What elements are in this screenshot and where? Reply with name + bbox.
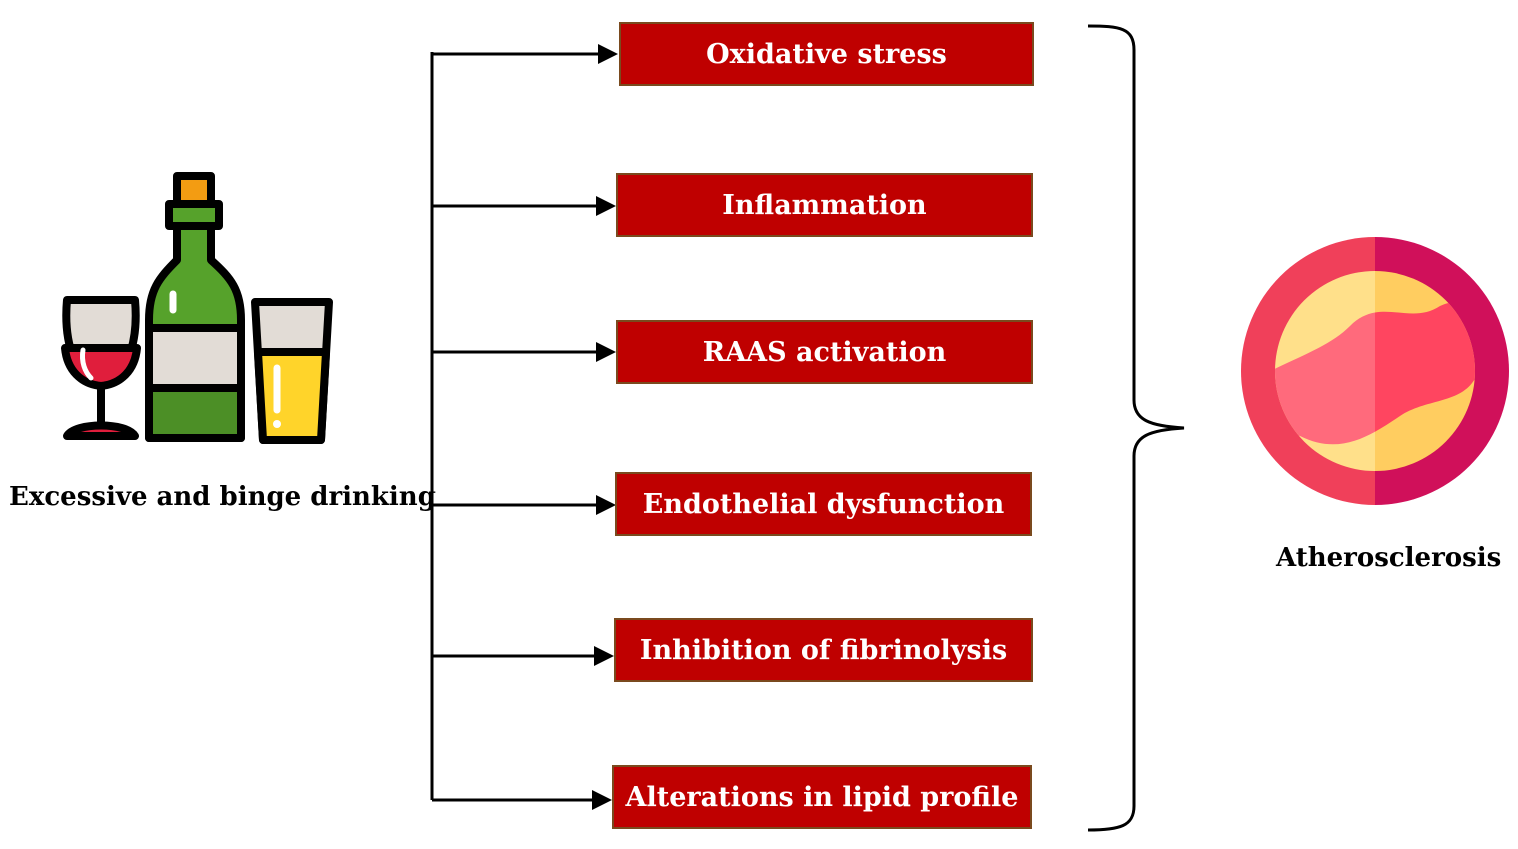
mechanism-box-inflammation: Inflammation: [616, 173, 1033, 237]
mechanism-box-oxidative-stress: Oxidative stress: [619, 22, 1034, 86]
mechanism-box-inhibition-of-fibrinolysis: Inhibition of fibrinolysis: [614, 618, 1033, 682]
atherosclerotic-artery-icon: [1241, 237, 1509, 505]
mechanism-box-lipid-profile: Alterations in lipid profile: [612, 765, 1032, 829]
source-label: Excessive and binge drinking: [9, 482, 436, 512]
outcome-label: Atherosclerosis: [1276, 543, 1502, 573]
mechanism-box-endothelial-dysfunction: Endothelial dysfunction: [615, 472, 1032, 536]
mechanism-box-raas-activation: RAAS activation: [616, 320, 1033, 384]
bottle-icon: [145, 172, 245, 442]
alcohol-drinks-icon: [61, 172, 333, 444]
grouping-brace: [1087, 24, 1185, 832]
